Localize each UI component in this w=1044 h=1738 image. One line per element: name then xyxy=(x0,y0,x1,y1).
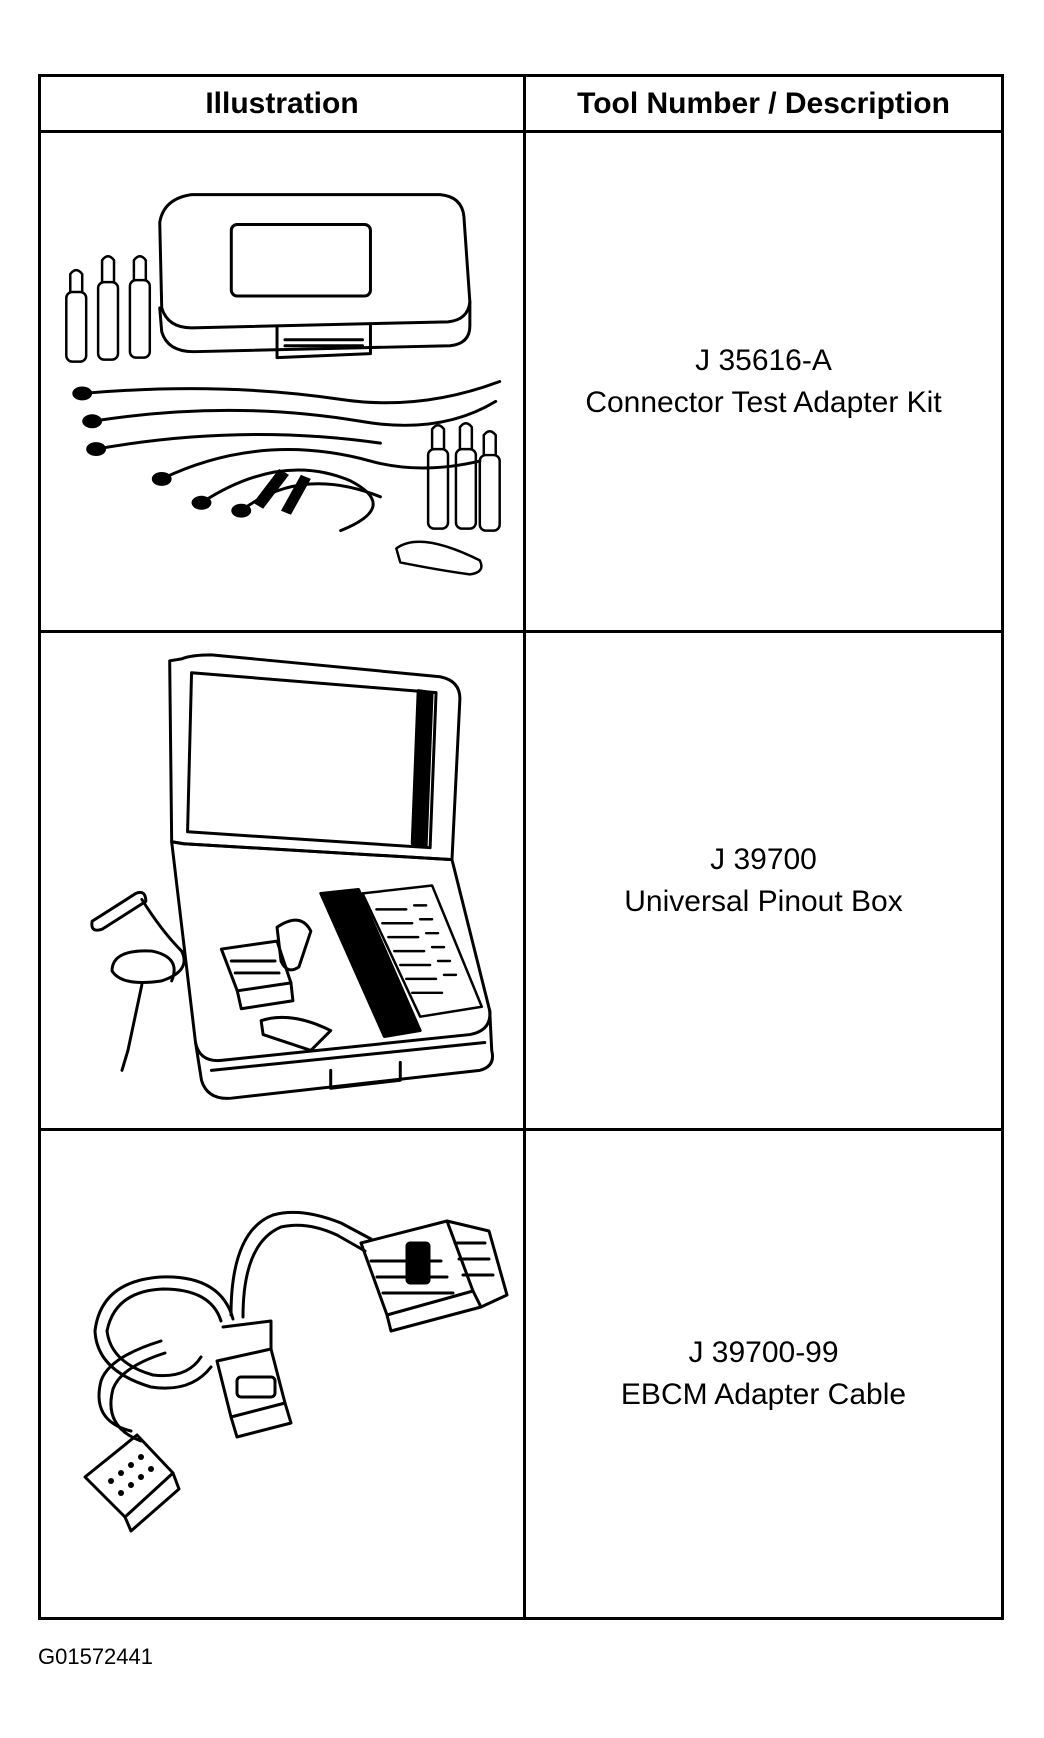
tool-description-cell: J 39700-99 EBCM Adapter Cable xyxy=(526,1131,1001,1617)
table-row: J 39700 Universal Pinout Box xyxy=(41,633,1001,1131)
tool-description: EBCM Adapter Cable xyxy=(620,1378,907,1411)
tool-number: J 35616-A xyxy=(695,343,832,377)
tool-description: Connector Test Adapter Kit xyxy=(585,385,942,419)
tool-description-cell: J 35616-A Connector Test Adapter Kit xyxy=(526,133,1001,630)
table-header-row: Illustration Tool Number / Description xyxy=(41,77,1001,133)
header-tool-number-description: Tool Number / Description xyxy=(577,86,950,120)
tool-description-cell: J 39700 Universal Pinout Box xyxy=(526,633,1001,1128)
column-divider xyxy=(523,77,526,1617)
tool-table: Illustration Tool Number / Description xyxy=(38,74,1004,1620)
universal-pinout-box-illustration xyxy=(41,633,523,1128)
tool-number: J 39700 xyxy=(710,842,817,876)
table-row: J 39700-99 EBCM Adapter Cable xyxy=(41,1131,1001,1617)
tool-number: J 39700-99 xyxy=(688,1336,839,1369)
connector-test-adapter-kit-illustration xyxy=(41,133,523,630)
ebcm-adapter-cable-illustration xyxy=(41,1131,523,1617)
header-illustration: Illustration xyxy=(205,86,359,120)
figure-id: G01572441 xyxy=(38,1644,153,1669)
tool-description: Universal Pinout Box xyxy=(624,884,903,918)
table-row: J 35616-A Connector Test Adapter Kit xyxy=(41,133,1001,633)
